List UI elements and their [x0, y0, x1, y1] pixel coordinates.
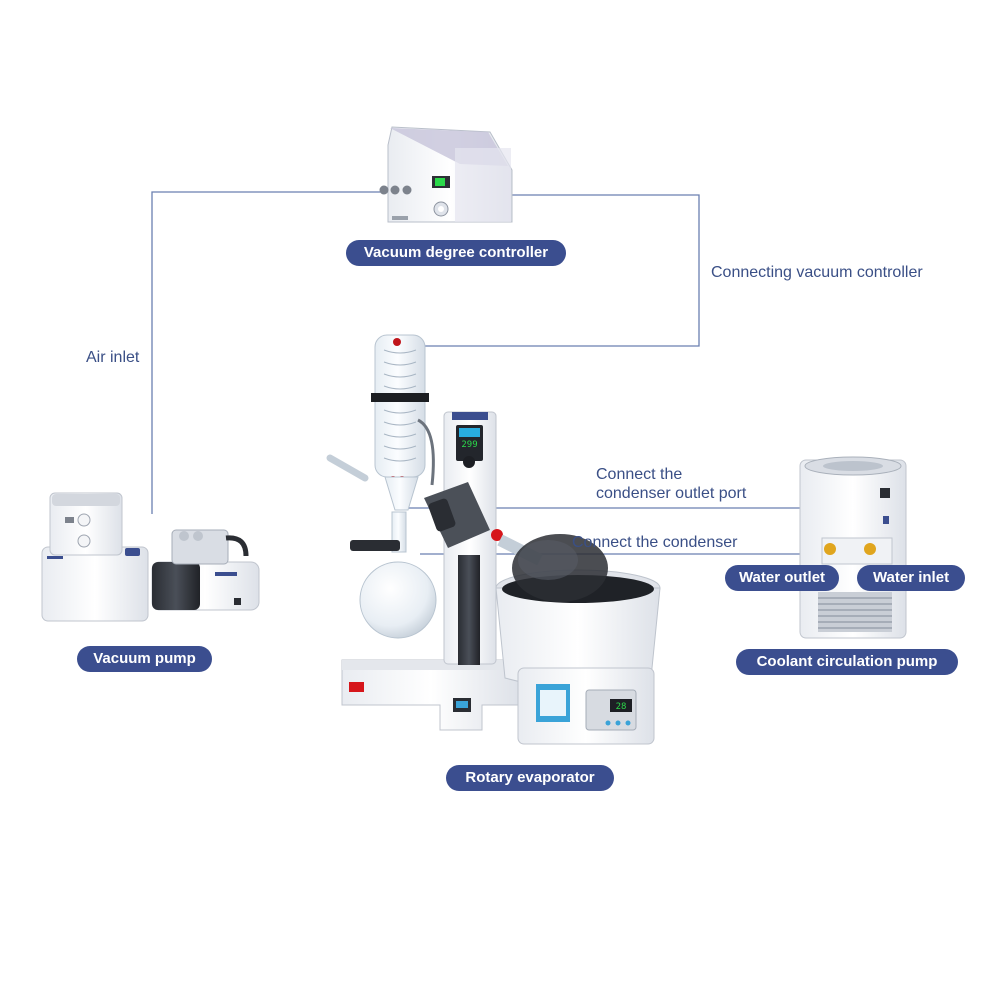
air-inlet-line: [151, 191, 392, 514]
evaporator-speed-display: 299: [461, 440, 477, 450]
connecting-vacuum-controller-note: Connecting vacuum controller: [711, 264, 923, 281]
vacuum-controller-line: [410, 194, 700, 347]
vacuum-pump-label: Vacuum pump: [77, 646, 212, 672]
vacuum-degree-controller-label: Vacuum degree controller: [346, 240, 566, 266]
water-inlet-label: Water inlet: [857, 565, 965, 591]
air-inlet-note: Air inlet: [86, 349, 140, 366]
vacuum-degree-controller-device: [379, 126, 513, 223]
rotary-evaporator-label: Rotary evaporator: [446, 765, 614, 791]
coolant-circulation-pump-label: Coolant circulation pump: [736, 649, 958, 675]
bath-temperature-display: 28: [616, 702, 627, 712]
condenser-outlet-note-line2: condenser outlet port: [596, 485, 747, 502]
condenser-note: Connect the condenser: [572, 534, 738, 551]
rotary-evaporator-device: 299 28: [326, 334, 661, 745]
vacuum-pump-device: [41, 492, 260, 622]
condenser-outlet-note-line1: Connect the: [596, 466, 683, 483]
coolant-circulation-pump-device: [799, 456, 907, 639]
water-outlet-label: Water outlet: [725, 565, 839, 591]
